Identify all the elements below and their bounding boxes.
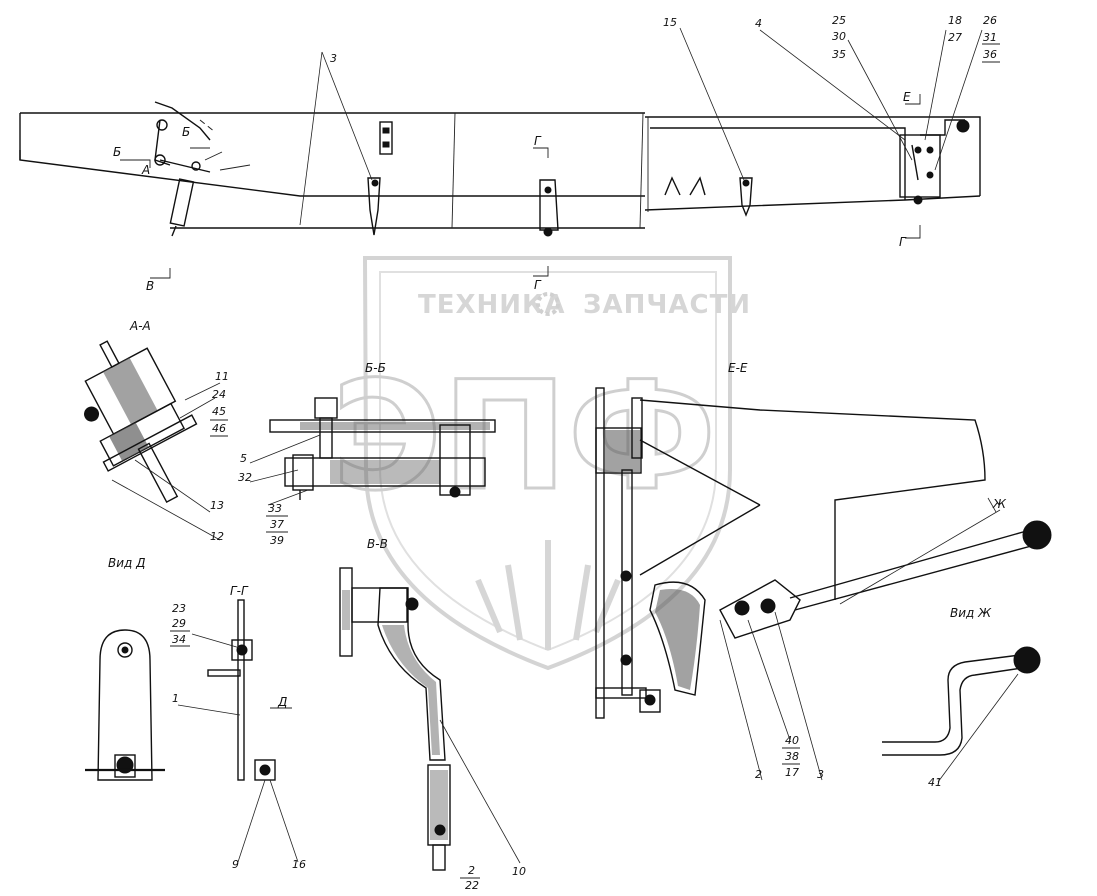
callout-22: 22: [465, 879, 479, 892]
callout-2-ee: 2: [755, 768, 762, 781]
cut-mark-d: Д: [277, 695, 287, 709]
callout-36: 36: [983, 48, 997, 61]
section-title-vv: В-В: [367, 537, 388, 551]
callout-25: 25: [832, 14, 846, 27]
section-title-ee: Е-Е: [728, 361, 748, 375]
callout-40: 40: [785, 734, 799, 747]
callout-46: 46: [212, 422, 226, 435]
section-aa: А-А 11 24 45 46 13 12: [84, 319, 229, 543]
callout-31: 31: [983, 31, 997, 44]
callout-26: 26: [983, 14, 997, 27]
callout-32: 32: [238, 471, 252, 484]
callout-9: 9: [232, 858, 239, 871]
section-bb: Б-Б 5 32 33 37 39: [238, 361, 496, 547]
callout-3-ee: 3: [817, 768, 824, 781]
wheat-icon: [475, 540, 621, 650]
watermark-brand-right: ЗАПЧАСТИ: [583, 290, 751, 320]
cut-mark-b-right: Б: [182, 125, 190, 139]
callout-10: 10: [512, 865, 526, 878]
cut-mark-g-right: Г: [899, 235, 907, 249]
watermark-logo-letters: ЭПФ: [332, 350, 716, 524]
callout-11: 11: [215, 370, 229, 383]
cut-mark-g-bottom: Г: [534, 278, 542, 292]
cut-mark-g-top: Г: [534, 134, 542, 148]
callout-38: 38: [785, 750, 799, 763]
callout-4: 4: [755, 17, 762, 30]
section-vv: В-В 10 2 22: [339, 537, 526, 892]
section-title-gg: Г-Г: [230, 584, 249, 598]
watermark: ТЕХНИКА ЗАПЧАСТИ ЭПФ: [331, 256, 751, 671]
section-title-bb: Б-Б: [365, 361, 386, 375]
cut-mark-v: В: [146, 279, 154, 293]
callout-3-top: 3: [330, 52, 337, 65]
callout-23: 23: [172, 602, 186, 615]
callout-30: 30: [832, 30, 846, 43]
gear-icon: [536, 292, 560, 316]
main-frame-beam: [19, 112, 981, 229]
cut-plane-markers: Б А Б В Г Г Е Г: [113, 90, 921, 293]
cut-mark-a: А: [141, 163, 150, 177]
callout-27: 27: [948, 31, 962, 44]
callout-1: 1: [172, 692, 179, 705]
view-title-d: Вид Д: [108, 556, 146, 570]
view-title-zh: Вид Ж: [950, 606, 992, 620]
callout-45: 45: [212, 405, 226, 418]
callout-35: 35: [832, 48, 846, 61]
callout-18: 18: [948, 14, 962, 27]
callout-13: 13: [210, 499, 224, 512]
callout-24: 24: [212, 388, 226, 401]
top-callouts: 3 15 4 25 30 35 18 27 26 31 36: [299, 14, 1000, 226]
cut-mark-zh: Ж: [992, 497, 1007, 511]
callout-41: 41: [928, 776, 942, 789]
view-d: Вид Д: [85, 556, 165, 781]
cut-mark-e: Е: [903, 90, 911, 104]
beam-brackets: [367, 119, 970, 237]
section-gg: Г-Г 23 29 34 1 Д 9 16: [170, 584, 306, 871]
callout-39: 39: [270, 534, 284, 547]
view-zh: Вид Ж 41: [882, 606, 1041, 789]
callout-17: 17: [785, 766, 799, 779]
callout-15: 15: [663, 16, 677, 29]
callout-5: 5: [240, 452, 247, 465]
callout-12: 12: [210, 530, 224, 543]
callout-2-bottom: 2: [468, 864, 475, 877]
callout-34: 34: [172, 633, 186, 646]
callout-33: 33: [268, 502, 282, 515]
pedal-linkage-detail: [120, 101, 251, 237]
section-title-aa: А-А: [129, 319, 151, 333]
section-ee: Е-Е Ж 2 40 38 17 3: [595, 361, 1052, 781]
callout-37: 37: [270, 518, 284, 531]
callout-16: 16: [292, 858, 306, 871]
cut-mark-b-left: Б: [113, 145, 121, 159]
callout-29: 29: [172, 617, 186, 630]
watermark-shield: [362, 256, 732, 671]
